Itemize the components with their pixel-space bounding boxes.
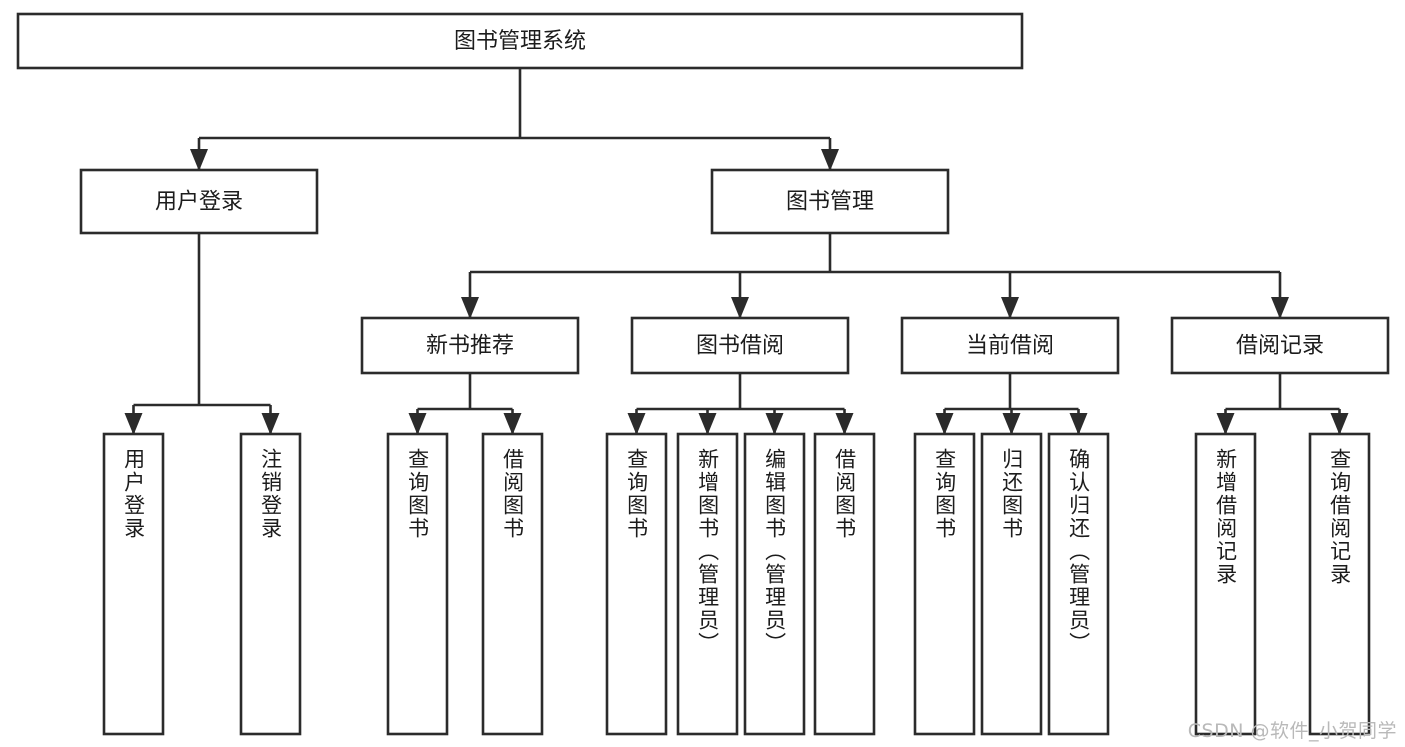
node-leaf-5[interactable] bbox=[676, 432, 739, 736]
node-level3-label-1: 图书借阅 bbox=[696, 334, 784, 359]
node-level3-label-2: 当前借阅 bbox=[966, 334, 1054, 359]
node-level2-label-1: 图书管理 bbox=[786, 190, 874, 215]
node-level3-label-3: 借阅记录 bbox=[1236, 334, 1324, 359]
arrow-head-leaf bbox=[698, 413, 717, 435]
arrow-head-leaf bbox=[765, 413, 784, 435]
node-level3-2[interactable] bbox=[900, 316, 1120, 375]
arrow-head-leaf bbox=[835, 413, 854, 435]
arrow-head-leaf bbox=[503, 413, 522, 435]
arrow-head-level3 bbox=[461, 297, 479, 319]
node-level3-0[interactable] bbox=[360, 316, 580, 375]
node-leaf-11[interactable] bbox=[1194, 432, 1257, 736]
node-leaf-8[interactable] bbox=[913, 432, 976, 736]
arrow-head-leaf bbox=[124, 413, 143, 435]
arrow-head-level3 bbox=[731, 297, 749, 319]
node-leaf-2[interactable] bbox=[386, 432, 449, 736]
arrow-head-level3 bbox=[1271, 297, 1289, 319]
node-level3-label-0: 新书推荐 bbox=[426, 334, 514, 359]
arrow-head-leaf bbox=[935, 413, 954, 435]
node-level3-3[interactable] bbox=[1170, 316, 1390, 375]
arrow-head-leaf bbox=[408, 413, 427, 435]
node-leaf-6[interactable] bbox=[743, 432, 806, 736]
arrow-head-level2 bbox=[821, 149, 839, 171]
arrow-head-leaf bbox=[1330, 413, 1349, 435]
connector-layer bbox=[124, 68, 1349, 435]
node-leaf-3[interactable] bbox=[481, 432, 544, 736]
node-root[interactable] bbox=[16, 12, 1024, 70]
node-leaf-4[interactable] bbox=[605, 432, 668, 736]
node-leaf-7[interactable] bbox=[813, 432, 876, 736]
arrow-head-leaf bbox=[1216, 413, 1235, 435]
node-level3-1[interactable] bbox=[630, 316, 850, 375]
node-level2-0[interactable] bbox=[79, 168, 319, 235]
csdn-watermark: CSDN @软件_小贺同学 bbox=[1187, 720, 1397, 742]
node-root-label: 图书管理系统 bbox=[454, 29, 586, 54]
arrow-head-leaf bbox=[261, 413, 280, 435]
node-level2-label-0: 用户登录 bbox=[155, 190, 243, 215]
arrow-head-level3 bbox=[1001, 297, 1019, 319]
arrow-head-level2 bbox=[190, 149, 208, 171]
arrow-head-leaf bbox=[1002, 413, 1021, 435]
node-leaf-9[interactable] bbox=[980, 432, 1043, 736]
node-leaf-1[interactable] bbox=[239, 432, 302, 736]
node-box-layer bbox=[16, 12, 1390, 736]
node-leaf-10[interactable] bbox=[1047, 432, 1110, 736]
node-leaf-0[interactable] bbox=[102, 432, 165, 736]
arrow-head-leaf bbox=[627, 413, 646, 435]
node-leaf-12[interactable] bbox=[1308, 432, 1371, 736]
arrow-head-leaf bbox=[1069, 413, 1088, 435]
node-level2-1[interactable] bbox=[710, 168, 950, 235]
